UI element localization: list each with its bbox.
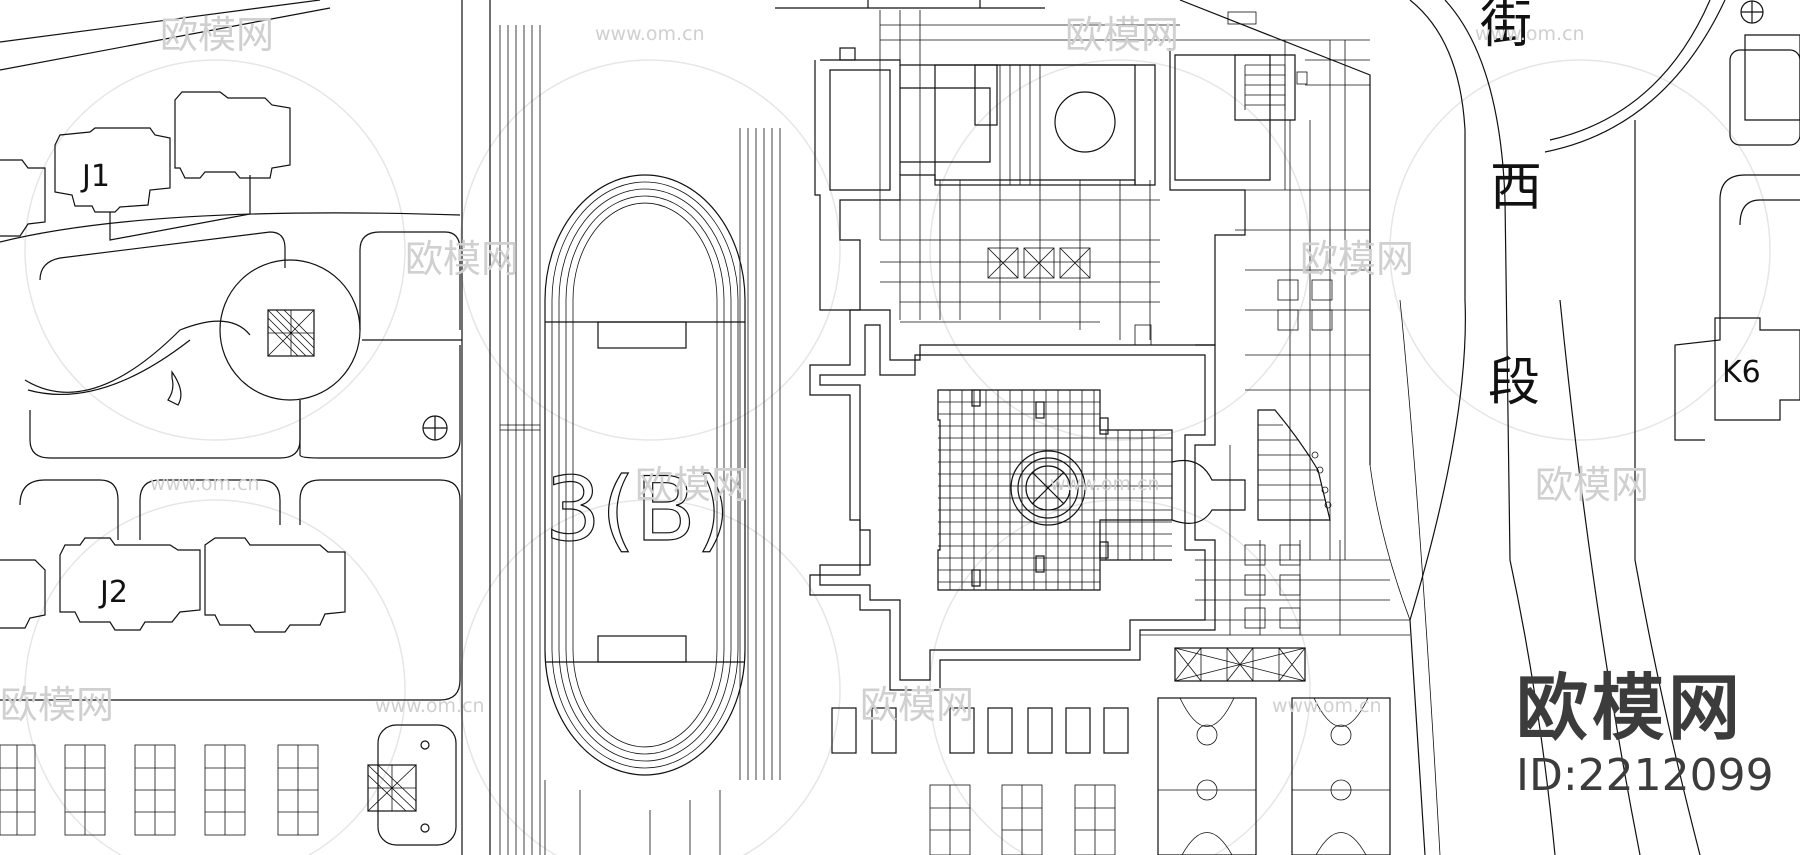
street-area (1399, 0, 1800, 855)
watermark-brand: 欧模网 (0, 683, 114, 727)
watermark-url: www.om.cn (595, 23, 705, 45)
watermark-url: www.om.cn (1050, 473, 1160, 495)
grid-courtyard (879, 10, 1370, 560)
model-id-label: ID:2212099 (1516, 750, 1774, 801)
building-j1-outline (54, 127, 171, 213)
parking-blocks-left (0, 744, 319, 836)
circular-plaza (39, 231, 286, 281)
label-k6: K6 (1722, 355, 1761, 390)
watermark-brand: 欧模网 (405, 237, 519, 281)
watermark-url: www.om.cn (1475, 23, 1585, 45)
bicycle-sheds (831, 707, 1129, 754)
brand-logo-text: 欧模网 (1516, 666, 1745, 750)
basketball-courts (1157, 697, 1391, 855)
street-char-2: 西 (1490, 158, 1542, 218)
campus-buildings (775, 0, 1411, 855)
main-building-outline (809, 309, 1216, 691)
watermark-url: www.om.cn (150, 473, 260, 495)
building-j2-outline (59, 537, 201, 631)
watermark-brand: 欧模网 (635, 463, 749, 507)
running-track (499, 25, 781, 855)
watermark-brand: 欧模网 (1300, 237, 1414, 281)
watermark-brand: 欧模网 (1535, 463, 1649, 507)
street-char-1: 街 (1480, 0, 1532, 55)
street-char-3: 段 (1488, 353, 1540, 413)
label-j1: J1 (80, 159, 110, 194)
watermark-texts: www.om.cn www.om.cn www.om.cn www.om.cn … (0, 13, 1649, 727)
residential-zone (0, 0, 491, 855)
parking-blocks-center (929, 784, 1116, 855)
watermark-brand: 欧模网 (160, 13, 274, 57)
label-track-field: 3(B) (545, 458, 730, 561)
watermark-brand: 欧模网 (860, 683, 974, 727)
watermark-url: www.om.cn (1272, 695, 1382, 717)
label-j2: J2 (98, 575, 128, 610)
watermark-brand: 欧模网 (1065, 13, 1179, 57)
watermark-url: www.om.cn (375, 695, 485, 717)
